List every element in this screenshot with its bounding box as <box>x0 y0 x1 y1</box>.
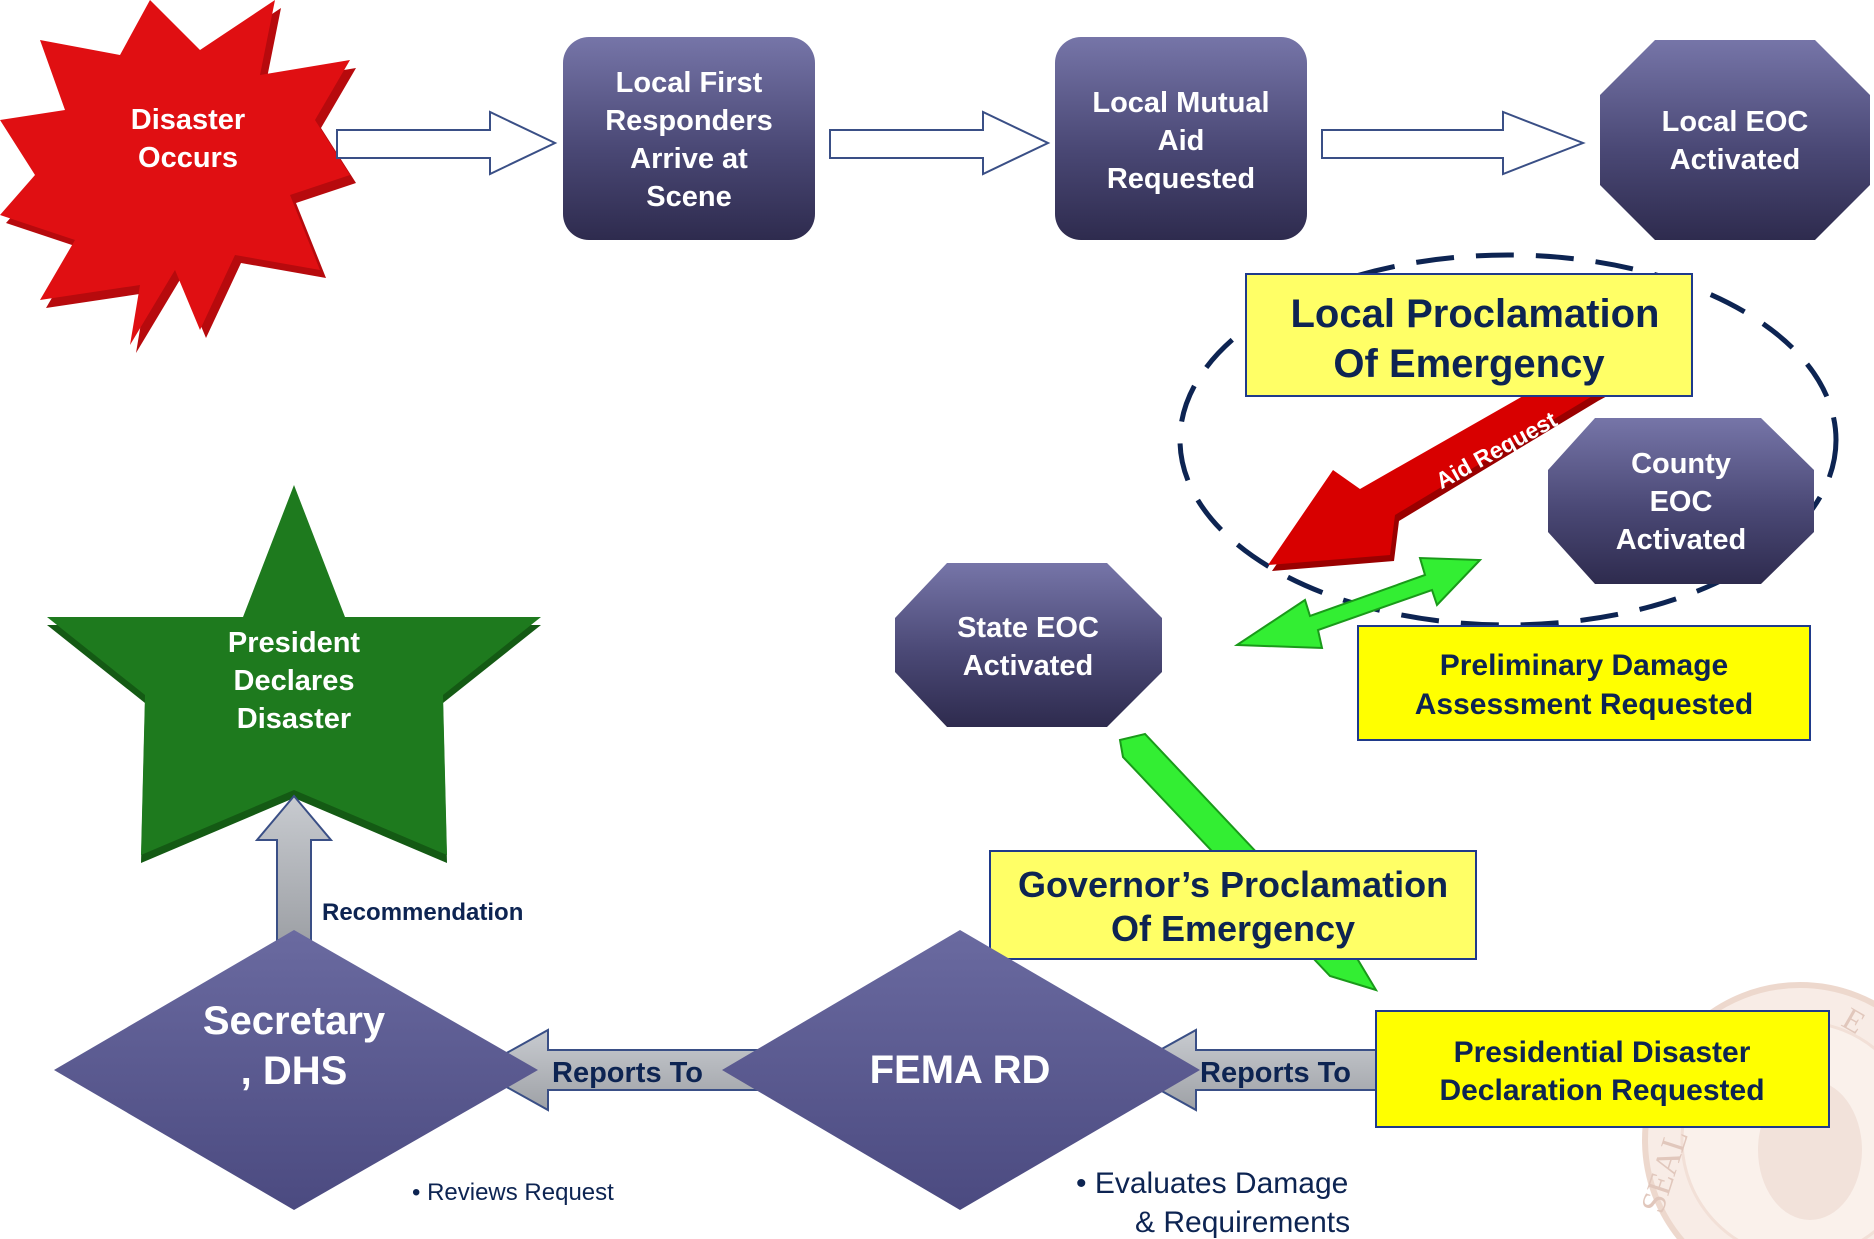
secretary-line-1: Secretary <box>203 999 386 1043</box>
local-mutual-aid-node <box>1055 37 1307 240</box>
president-line-1: President <box>228 627 360 659</box>
evaluates-note-line-2: & Requirements <box>1135 1206 1350 1239</box>
presidential-request-callout <box>1375 1010 1830 1128</box>
state-eoc-line-2: Activated <box>963 650 1094 682</box>
recommendation-label: Recommendation <box>322 899 523 926</box>
mutual-aid-line-1: Local Mutual <box>1092 87 1269 119</box>
presidential-line-1: Presidential Disaster <box>1454 1036 1751 1069</box>
preliminary-damage-callout <box>1357 625 1811 741</box>
president-line-3: Disaster <box>237 703 351 735</box>
county-eoc-line-1: County <box>1631 448 1731 480</box>
local-first-line-1: Local First <box>616 67 763 99</box>
disaster-star-shape <box>0 0 356 353</box>
disaster-node-line-2: Occurs <box>138 142 238 174</box>
preliminary-line-1: Preliminary Damage <box>1440 649 1728 682</box>
county-eoc-node <box>1548 418 1814 584</box>
governor-line-2: Of Emergency <box>1111 908 1355 949</box>
county-scope-dashed-ellipse <box>1177 252 1839 628</box>
presidential-line-2: Declaration Requested <box>1439 1074 1764 1107</box>
governor-proclamation-callout <box>989 850 1477 960</box>
recommendation-arrow <box>254 794 334 941</box>
local-first-responders-node <box>563 37 815 240</box>
local-first-line-4: Scene <box>646 181 731 213</box>
local-first-line-3: Arrive at <box>630 143 748 175</box>
green-double-arrow <box>1233 556 1483 650</box>
reports-to-fema-label: Reports To <box>1200 1057 1351 1089</box>
local-proclamation-callout <box>1245 273 1693 397</box>
local-proclamation-line-1: Local Proclamation <box>1291 292 1660 336</box>
fema-rd-label: FEMA RD <box>870 1048 1051 1092</box>
president-line-2: Declares <box>234 665 355 697</box>
state-eoc-line-1: State EOC <box>957 612 1099 644</box>
reports-to-dhs-label: Reports To <box>552 1057 703 1089</box>
president-star-shape <box>47 485 541 863</box>
state-eoc-node <box>895 563 1162 727</box>
governor-line-1: Governor’s Proclamation <box>1018 864 1448 905</box>
local-eoc-line-2: Activated <box>1670 144 1801 176</box>
county-eoc-line-2: EOC <box>1650 486 1713 518</box>
aid-request-arrow <box>1268 352 1644 571</box>
secretary-line-2: , DHS <box>241 1049 348 1093</box>
local-proclamation-line-2: Of Emergency <box>1333 342 1605 386</box>
secretary-dhs-node <box>54 930 538 1210</box>
fema-rd-node <box>722 930 1200 1210</box>
arrow-mutual-aid-to-local-eoc <box>1321 110 1586 176</box>
reviews-request-note: • Reviews Request <box>412 1179 614 1206</box>
evaluates-note-line-1: • Evaluates Damage <box>1076 1167 1348 1200</box>
reports-to-dhs-arrow <box>473 1028 761 1112</box>
local-eoc-node <box>1600 40 1870 240</box>
mutual-aid-line-3: Requested <box>1107 163 1255 195</box>
local-eoc-line-1: Local EOC <box>1662 106 1809 138</box>
local-first-line-2: Responders <box>605 105 773 137</box>
arrow-disaster-to-responders <box>336 110 558 176</box>
mutual-aid-line-2: Aid <box>1158 125 1205 157</box>
arrow-responders-to-mutual-aid <box>829 110 1051 176</box>
disaster-node-line-1: Disaster <box>131 104 245 136</box>
preliminary-line-2: Assessment Requested <box>1415 688 1753 721</box>
county-eoc-line-3: Activated <box>1616 524 1747 556</box>
